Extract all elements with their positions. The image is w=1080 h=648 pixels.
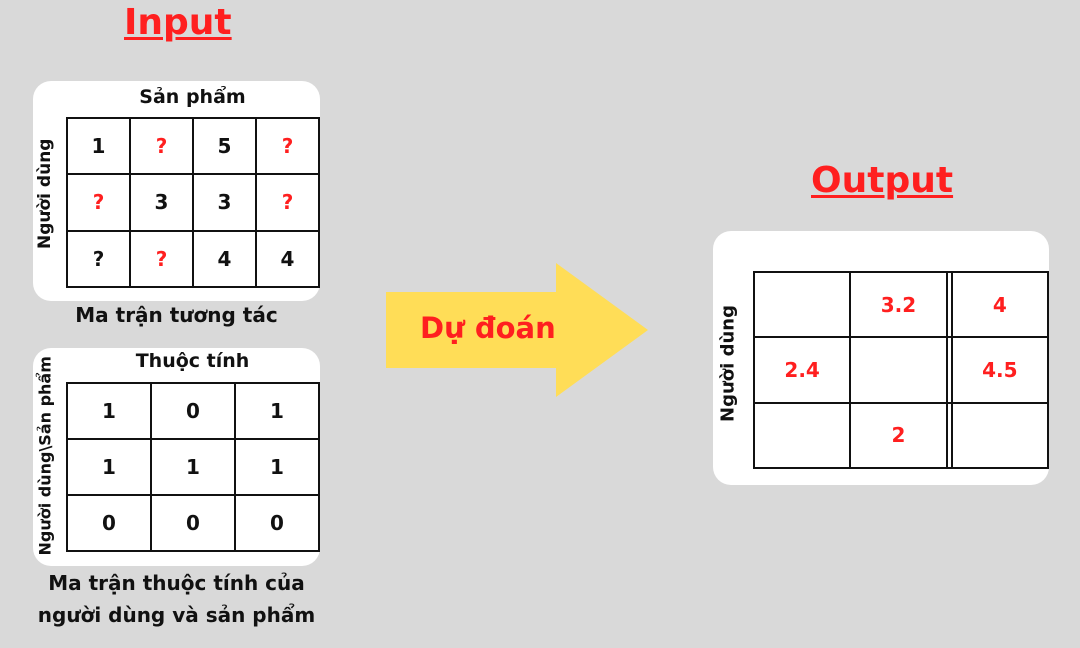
output-cell (752, 270, 852, 339)
attributes-cell: 1 (234, 382, 320, 440)
interaction-cell: 3 (192, 173, 257, 232)
interaction-cell: 4 (192, 229, 257, 289)
interaction-cell: ? (129, 229, 194, 289)
attribute-caption-line-1: Ma trận thuộc tính của (48, 571, 305, 595)
attributes-cell: 0 (150, 382, 236, 440)
interaction-matrix-header: Sản phẩm (139, 86, 246, 108)
output-cell (945, 336, 953, 404)
interaction-cell: 3 (129, 173, 194, 232)
output-cell: 4.5 (950, 336, 1050, 404)
output-cell: 2.4 (752, 336, 852, 404)
attributes-cell: 1 (234, 438, 320, 496)
arrow-right-icon (386, 263, 648, 397)
attributes-cell: 1 (66, 382, 152, 440)
attribute-caption-line-2: người dùng và sản phẩm (37, 603, 316, 627)
interaction-cell: ? (129, 116, 194, 176)
output-title: Output (811, 160, 954, 201)
output-row: 2.4 4.5 (752, 336, 1050, 404)
output-row: 2 (752, 401, 1050, 470)
interaction-matrix-caption: Ma trận tương tác (75, 303, 278, 327)
attributes-cell: 0 (150, 494, 236, 552)
attribute-matrix-caption: Ma trận thuộc tính của người dùng và sản… (20, 567, 333, 631)
output-cell: 4 (950, 270, 1050, 339)
interaction-cell: 1 (66, 116, 131, 176)
output-cell (849, 336, 948, 404)
attributes-cell: 0 (234, 494, 320, 552)
attribute-matrix-header: Thuộc tính (135, 350, 250, 372)
prediction-label: Dự đoán (420, 311, 556, 345)
interaction-row-label: Người dùng (35, 138, 55, 249)
interaction-cell: ? (66, 173, 131, 232)
interaction-row: 1?5? (66, 116, 320, 176)
attributes-cell: 1 (150, 438, 236, 496)
interaction-cell: 5 (192, 116, 257, 176)
output-cell (945, 270, 953, 339)
attributes-cell: 0 (66, 494, 152, 552)
attributes-cell: 1 (66, 438, 152, 496)
output-cell (752, 401, 852, 470)
output-cell (945, 401, 953, 470)
interaction-cell: 4 (255, 229, 320, 289)
input-title: Input (124, 2, 232, 43)
interaction-cell: ? (66, 229, 131, 289)
output-cell: 2 (849, 401, 948, 470)
output-cell: 3.2 (849, 270, 948, 339)
output-row-label: Người dùng (717, 305, 739, 422)
attribute-row-label: Người dùng\Sản phẩm (35, 356, 55, 556)
interaction-cell: ? (255, 116, 320, 176)
output-cell (950, 401, 1050, 470)
interaction-cell: ? (255, 173, 320, 232)
